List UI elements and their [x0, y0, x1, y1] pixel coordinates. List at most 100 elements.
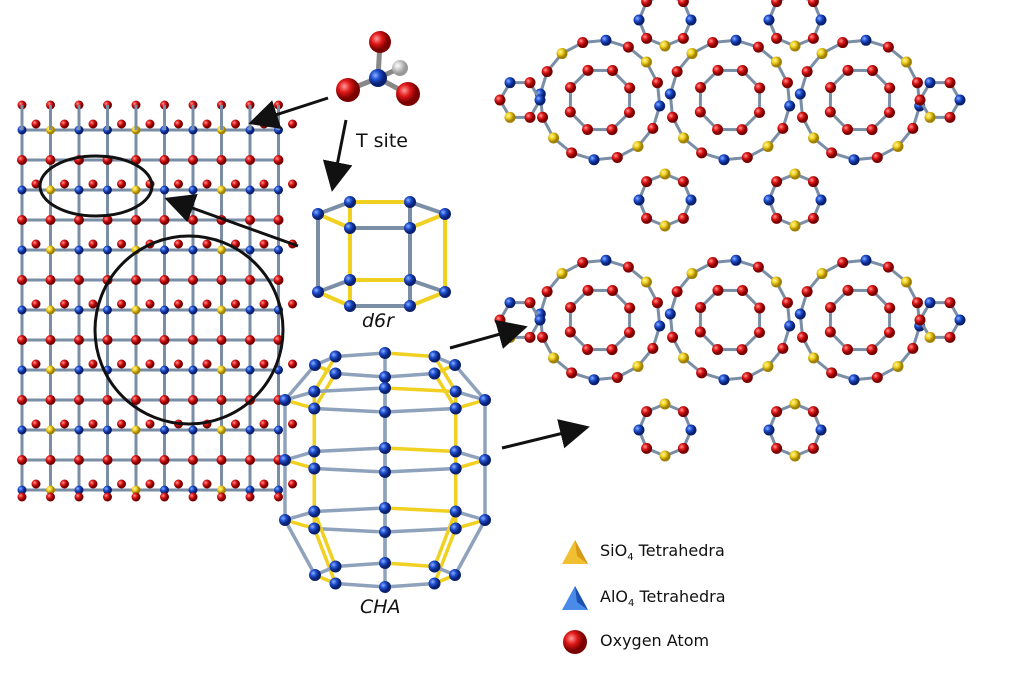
aluminum-atom — [245, 305, 255, 315]
aluminum-atom — [379, 442, 391, 454]
oxygen-atom — [641, 176, 653, 188]
silicon-atom — [808, 352, 820, 364]
oxygen-atom — [771, 176, 783, 188]
silicon-atom — [924, 331, 936, 343]
oxygen-atom — [102, 335, 113, 345]
silicon-atom — [46, 245, 55, 255]
aluminum-atom — [664, 88, 676, 100]
oxygen-atom — [771, 442, 783, 454]
oxygen-atom — [60, 119, 69, 129]
oxygen-atom — [842, 64, 854, 76]
oxygen-atom — [273, 275, 284, 285]
silicon-atom — [556, 48, 568, 60]
silicon-atom — [900, 276, 912, 288]
oxygen-atom — [866, 65, 878, 77]
oxygen-atom — [641, 32, 653, 44]
cha-label: CHA — [360, 596, 401, 618]
aluminum-atom — [74, 485, 84, 495]
bond — [335, 581, 386, 589]
silicon-atom — [762, 360, 774, 372]
legend-alo4: AlO4 Tetrahedra — [560, 584, 726, 612]
oxygen-atom — [824, 326, 836, 338]
oxygen-atom — [524, 77, 536, 89]
aluminum-atom — [600, 254, 612, 266]
oxygen-atom — [624, 302, 636, 314]
oxygen-atom — [159, 455, 170, 465]
aluminum-atom — [449, 505, 462, 518]
oxygen-atom — [202, 359, 212, 369]
oxygen-atom — [825, 82, 837, 94]
oxygen-atom — [74, 492, 84, 502]
oxygen-atom — [288, 179, 297, 189]
aluminum-atom — [103, 485, 112, 495]
bond — [314, 526, 386, 534]
oxygen-atom — [647, 122, 659, 134]
aluminum-atom — [404, 300, 416, 312]
silicon-atom — [131, 365, 141, 375]
aluminum-atom — [654, 320, 666, 332]
oxygen-atom — [606, 344, 618, 356]
oxygen-atom — [117, 119, 126, 129]
oxygen-atom — [944, 77, 956, 89]
oxygen-atom — [131, 335, 141, 345]
oxygen-atom — [524, 111, 536, 123]
aluminum-atom — [504, 297, 516, 309]
aluminum-atom — [344, 300, 356, 312]
silicon-atom — [131, 305, 141, 315]
aluminum-atom — [924, 297, 936, 309]
oxygen-atom — [174, 479, 183, 489]
oxygen-atom — [671, 286, 683, 298]
silicon-atom — [46, 305, 55, 315]
silicon-atom — [632, 140, 644, 152]
oxygen-atom — [537, 331, 549, 343]
aluminum-atom — [633, 424, 645, 436]
oxygen-atom — [914, 94, 926, 106]
oxygen-atom — [46, 492, 55, 502]
oxygen-atom — [159, 275, 170, 285]
silicon-atom — [556, 268, 568, 280]
silicon-atom — [770, 276, 782, 288]
oxygen-atom — [736, 285, 748, 297]
oxygen-atom — [188, 455, 198, 465]
oxygen-atom — [245, 275, 255, 285]
aluminum-atom — [449, 462, 462, 475]
aluminum-atom — [449, 385, 462, 398]
bond — [314, 466, 386, 474]
oxygen-atom — [17, 335, 27, 345]
oxygen-atom — [611, 371, 623, 383]
oxygen-atom — [622, 41, 634, 53]
bond — [283, 519, 317, 576]
oxygen-atom — [102, 395, 113, 405]
aluminum-atom — [245, 365, 255, 375]
aluminum-atom — [664, 308, 676, 320]
oxygen-atom — [667, 331, 679, 343]
oxygen-atom — [216, 395, 227, 405]
oxygen-atom — [741, 151, 753, 163]
aluminum-atom — [274, 425, 283, 435]
silicon-atom — [659, 220, 671, 232]
oxygen-atom — [145, 419, 155, 429]
aluminum-atom — [534, 94, 546, 106]
t-site-molecule — [336, 31, 420, 106]
t-site-label: T site — [356, 130, 408, 152]
silicon-atom — [659, 450, 671, 462]
aluminum-atom — [784, 320, 796, 332]
oxygen-atom — [807, 176, 819, 188]
oxygen-atom — [103, 492, 112, 502]
oxygen-atom — [174, 119, 183, 129]
aluminum-atom — [588, 374, 600, 386]
oxygen-atom — [641, 0, 653, 8]
aluminum-atom — [600, 34, 612, 46]
bond — [283, 363, 317, 402]
oxygen-atom — [911, 297, 923, 309]
oxygen-atom — [88, 119, 98, 129]
aluminum-atom — [160, 485, 169, 495]
oxygen-atom — [159, 215, 170, 225]
oxygen-atom — [623, 106, 635, 118]
silicon-atom — [632, 360, 644, 372]
oxygen-atom — [883, 326, 895, 338]
oxygen-atom — [606, 124, 618, 136]
oxygen-atom — [259, 479, 269, 489]
silicon-atom — [789, 450, 801, 462]
oxygen-atom — [623, 326, 635, 338]
